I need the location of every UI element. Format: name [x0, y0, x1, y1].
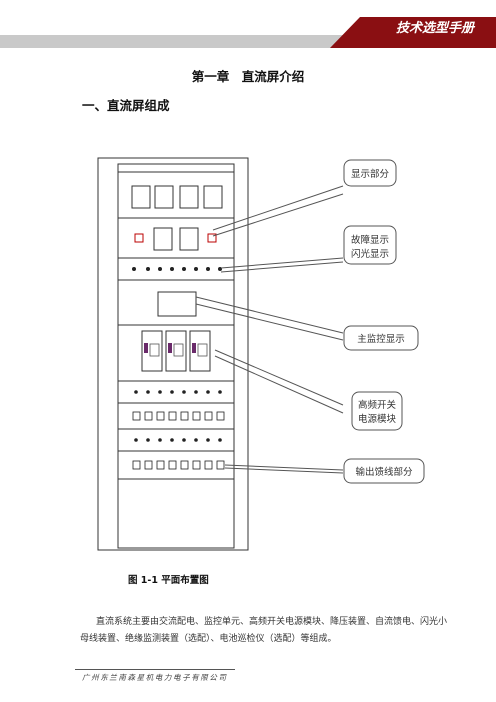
display-meter-1 — [131, 185, 151, 209]
module-panel — [117, 324, 235, 382]
footer-rule — [75, 669, 235, 670]
callout-feeder: 输出馈线部分 — [343, 458, 425, 484]
switch-knobs — [132, 267, 222, 271]
rectifier-module-1 — [141, 330, 163, 372]
svg-text:电源模块: 电源模块 — [358, 413, 397, 425]
rectifier-module-3 — [189, 330, 211, 372]
display-meter-4 — [203, 185, 223, 209]
header-band — [0, 17, 496, 48]
figure-caption: 图 1-1 平面布置图 — [128, 575, 209, 586]
footer-company: 广州东兰南森星机电力电子有限公司 — [82, 673, 228, 682]
bottom-panel — [117, 478, 235, 549]
header-title: 技术选型手册 — [395, 21, 474, 36]
callout-rectifier: 高频开关 电源模块 — [351, 391, 403, 431]
callout-main-monitor: 主监控显示 — [343, 325, 419, 351]
monitor-screen — [157, 291, 197, 317]
fault-lamp-left — [134, 233, 144, 243]
fault-meter-2 — [179, 227, 199, 251]
chapter-title: 第一章 直流屏介绍 — [191, 69, 305, 84]
svg-text:故障显示: 故障显示 — [351, 234, 389, 246]
svg-text:输出馈线部分: 输出馈线部分 — [355, 466, 413, 478]
section-title: 一、直流屏组成 — [82, 98, 170, 113]
display-panel — [117, 171, 235, 219]
cabinet-frame — [97, 157, 249, 551]
callout-display: 显示部分 — [343, 159, 397, 187]
display-meter-3 — [179, 185, 199, 209]
svg-text:显示部分: 显示部分 — [351, 168, 390, 180]
fault-meter-1 — [153, 227, 173, 251]
svg-text:闪光显示: 闪光显示 — [351, 248, 389, 260]
svg-text:高频开关: 高频开关 — [358, 399, 397, 411]
display-meter-2 — [154, 185, 174, 209]
callout-fault-flash: 故障显示 闪光显示 — [343, 225, 397, 265]
rectifier-module-2 — [165, 330, 187, 372]
fault-lamp-right — [207, 233, 217, 243]
svg-text:主监控显示: 主监控显示 — [357, 333, 405, 345]
body-paragraph: 直流系统主要由交流配电、监控单元、高频开关电源模块、降压装置、自流馈电、闪光小母… — [80, 617, 448, 644]
